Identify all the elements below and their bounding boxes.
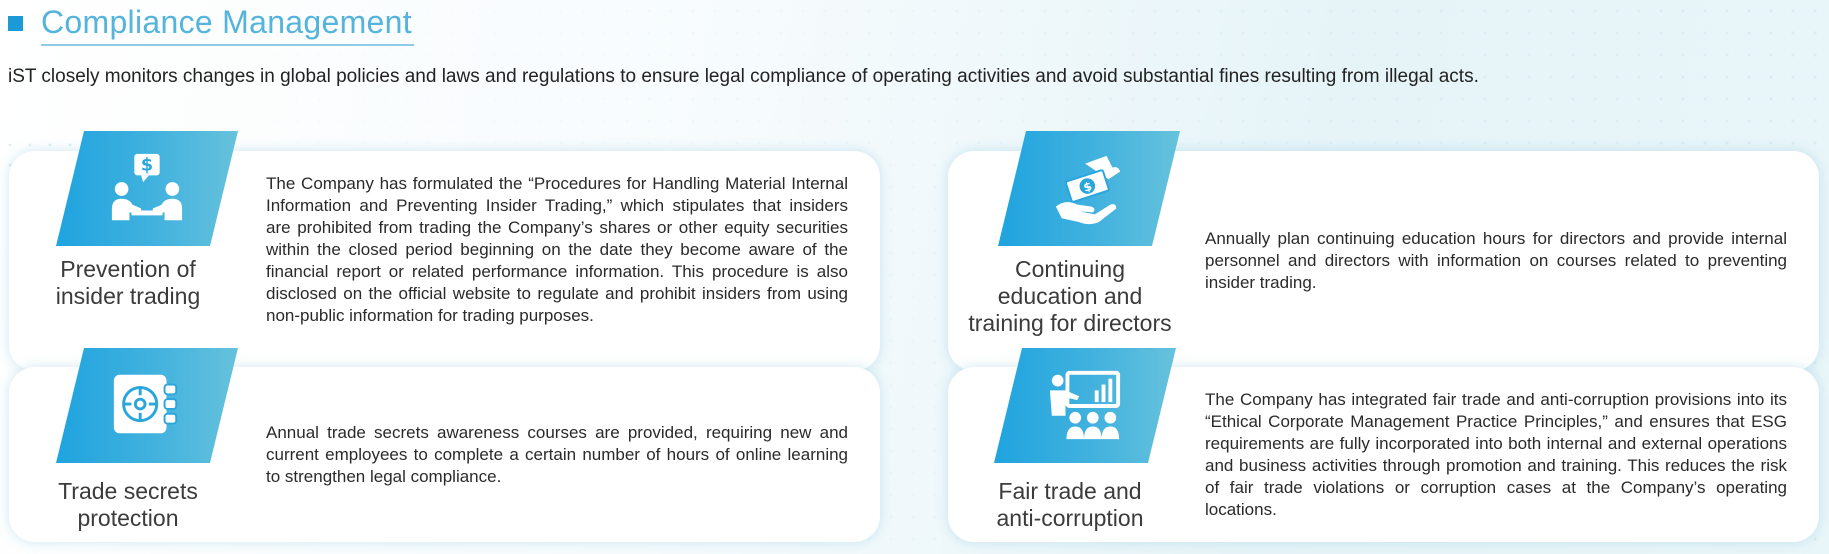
label-fair-trade: Fair trade and anti-corruption xyxy=(996,478,1144,531)
insider-trading-meeting-icon: $ xyxy=(108,150,186,228)
description-trade-secrets: Annual trade secrets awareness courses a… xyxy=(266,423,848,486)
safe-vault-icon xyxy=(108,367,186,445)
label-trade-secrets: Trade secrets protection xyxy=(58,478,198,531)
svg-text:$: $ xyxy=(141,155,153,175)
label-insider-trading: Prevention of insider trading xyxy=(55,256,201,309)
page-title: Compliance Management xyxy=(41,0,414,46)
badge-director-training: $ xyxy=(998,131,1180,246)
badge-trade-secrets xyxy=(56,348,238,463)
badge-insider-trading: $ xyxy=(56,131,238,246)
intro-text: iST closely monitors changes in global p… xyxy=(8,66,1479,87)
label-director-training: Continuing education and training for di… xyxy=(968,256,1172,336)
title-square-icon xyxy=(8,15,23,31)
description-director-training: Annually plan continuing education hours… xyxy=(1205,229,1787,292)
hand-money-icon: $ xyxy=(1050,150,1128,228)
description-fair-trade: The Company has integrated fair trade an… xyxy=(1205,390,1787,519)
description-insider-trading: The Company has formulated the “Procedur… xyxy=(266,174,848,325)
presentation-training-icon xyxy=(1046,367,1124,445)
section-header: Compliance Management xyxy=(8,0,414,46)
badge-fair-trade xyxy=(994,348,1176,463)
